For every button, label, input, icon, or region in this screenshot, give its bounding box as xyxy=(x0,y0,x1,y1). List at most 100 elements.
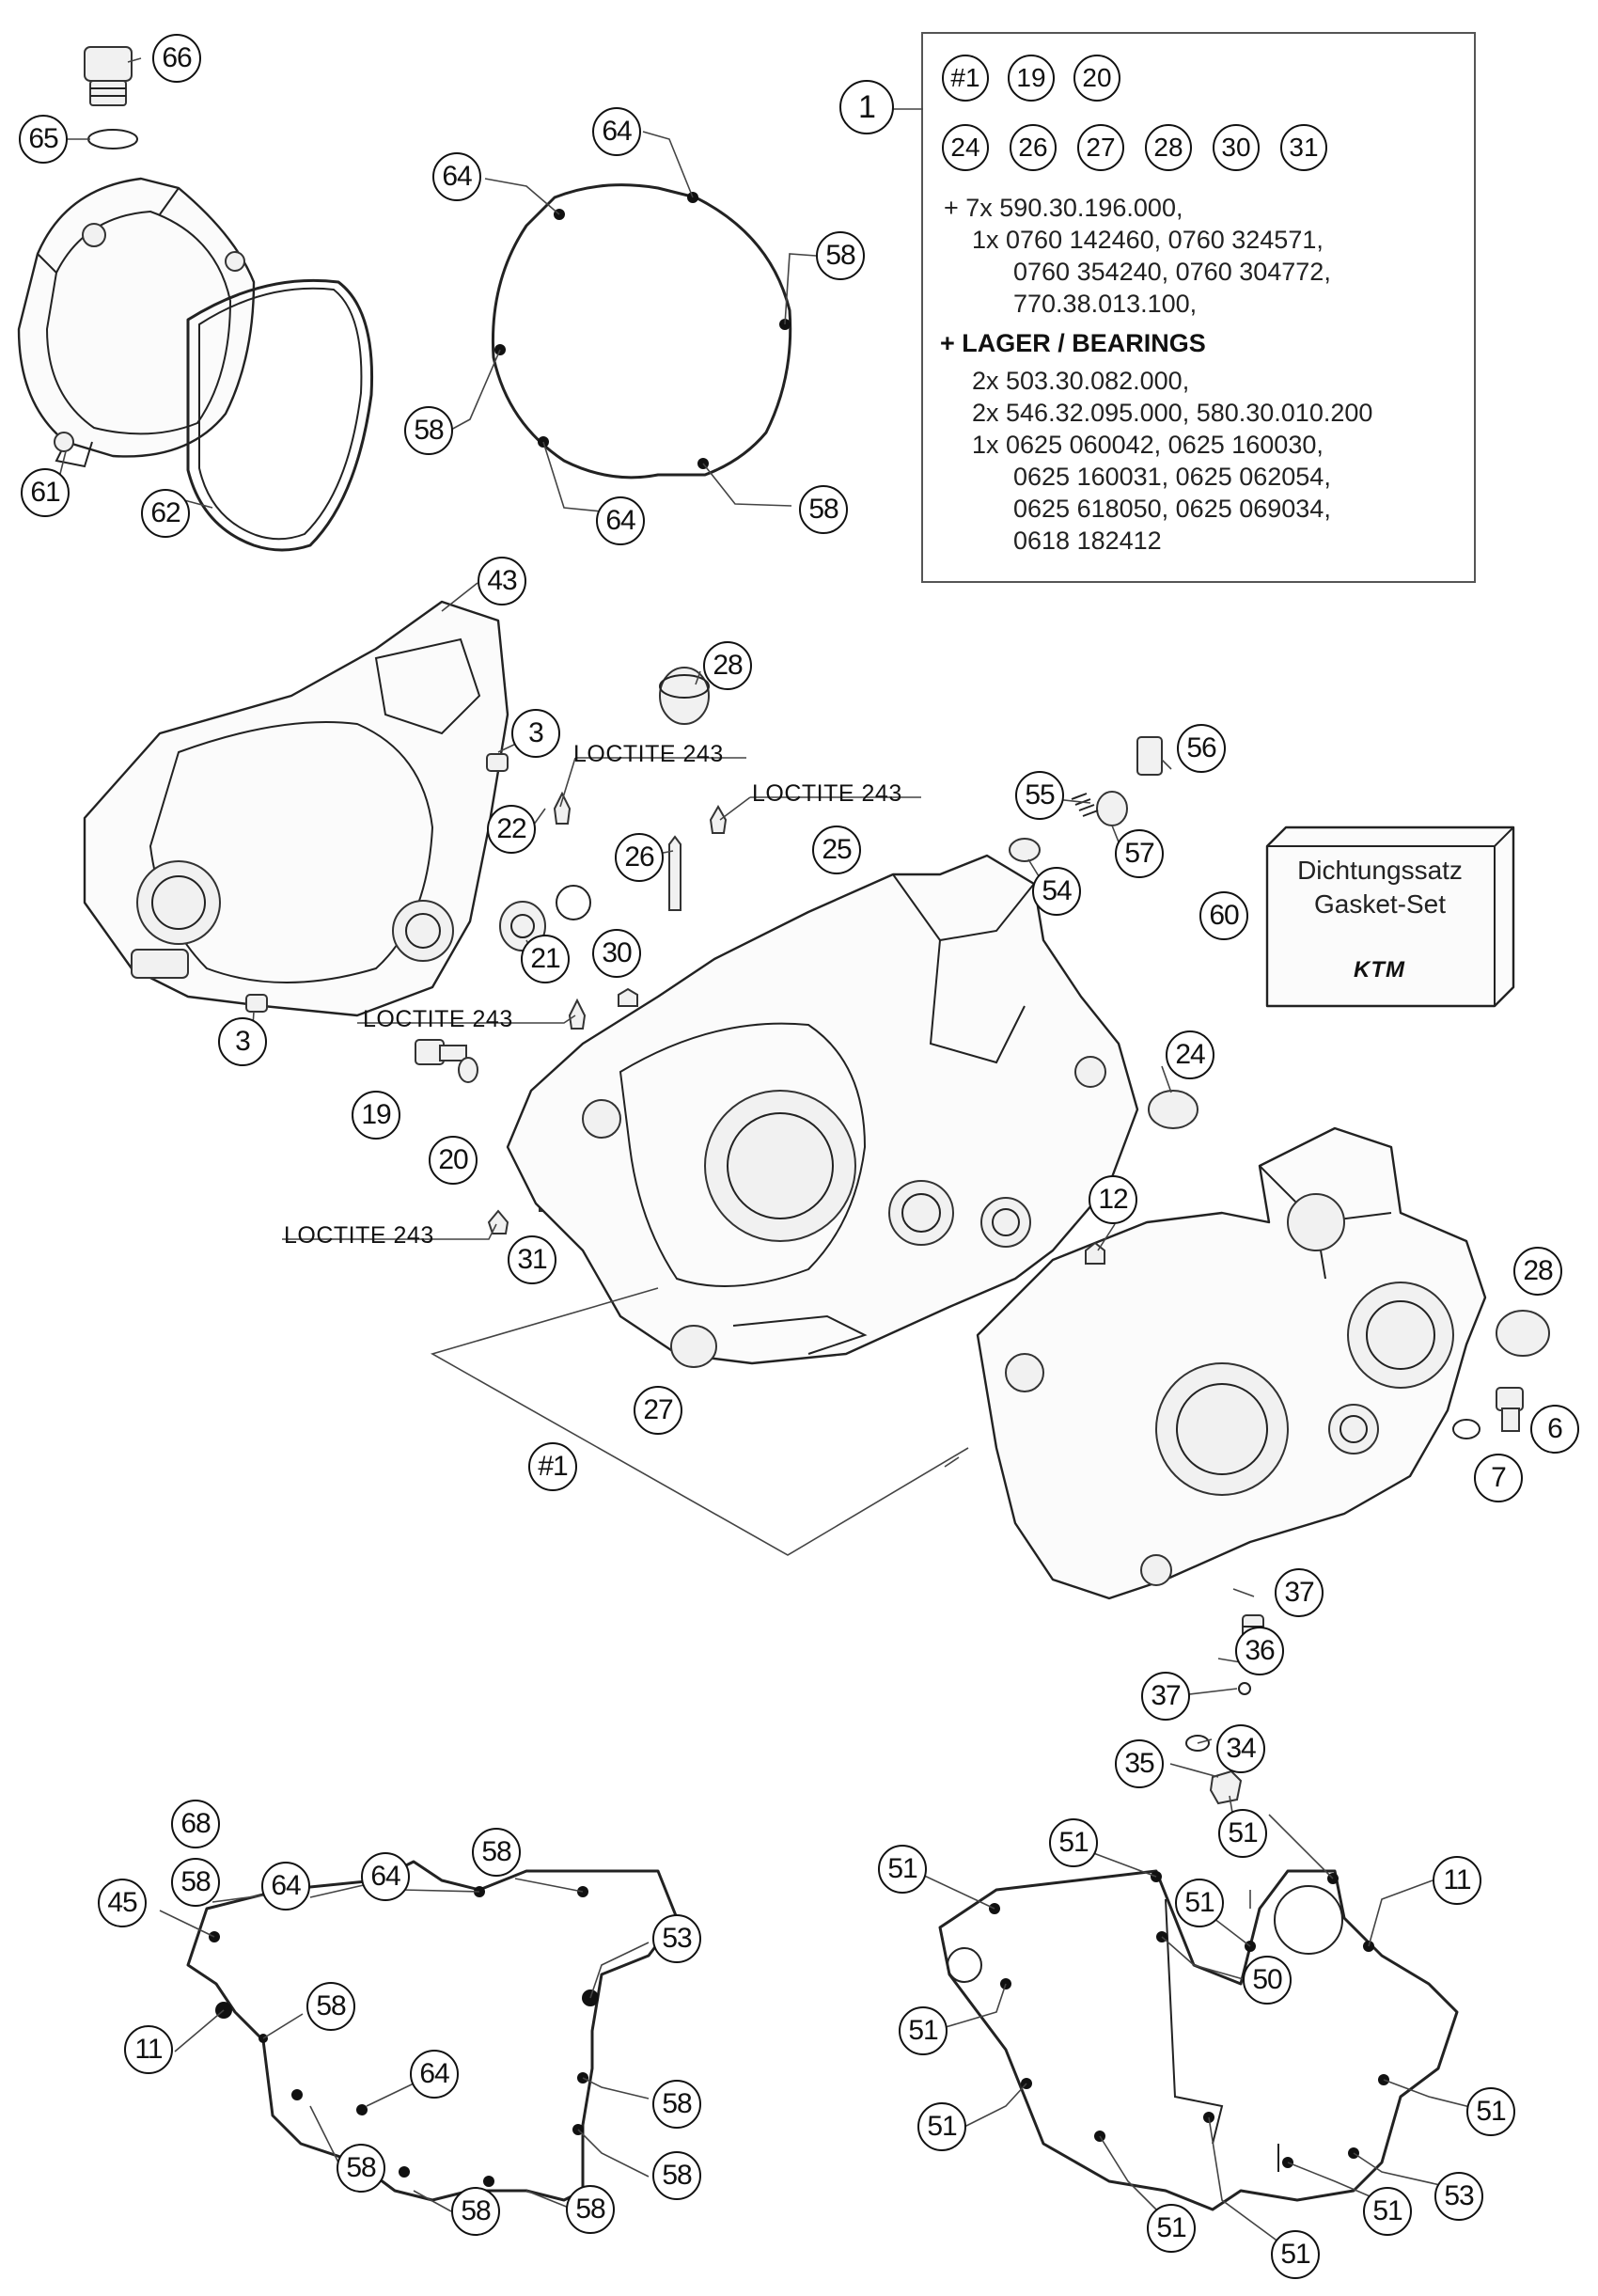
ref-circle[interactable]: 31 xyxy=(1280,124,1327,171)
nozzle-3 xyxy=(553,791,572,825)
callout-gasket-set[interactable]: 60 xyxy=(1199,891,1248,940)
callout[interactable]: 51 xyxy=(1147,2204,1196,2253)
callout[interactable]: 51 xyxy=(1175,1879,1224,1927)
bearing-line: 2x 546.32.095.000, 580.30.010.200 xyxy=(972,399,1373,427)
part-line: 1x 0760 142460, 0760 324571, xyxy=(972,226,1324,254)
bearing-line: 1x 0625 060042, 0625 160030, xyxy=(972,431,1324,459)
dowel-pin xyxy=(245,994,268,1013)
callout[interactable]: 62 xyxy=(141,489,190,538)
ref-circle[interactable]: #1 xyxy=(942,55,989,102)
callout[interactable]: 3 xyxy=(218,1017,267,1066)
callout[interactable]: 53 xyxy=(1434,2172,1483,2221)
callout[interactable]: 53 xyxy=(652,1914,701,1963)
bearing-line: 0618 182412 xyxy=(1013,527,1162,555)
callout[interactable]: 57 xyxy=(1115,829,1164,878)
dowel-pin xyxy=(486,753,509,772)
callout[interactable]: 58 xyxy=(566,2185,615,2234)
callout[interactable]: 31 xyxy=(508,1235,556,1284)
nozzle-26 xyxy=(668,835,682,911)
callout[interactable]: 45 xyxy=(98,1879,147,1927)
callout[interactable]: 28 xyxy=(703,641,752,690)
callout[interactable]: 55 xyxy=(1015,771,1064,820)
callout[interactable]: 51 xyxy=(1271,2230,1320,2279)
callout[interactable]: 11 xyxy=(124,2025,173,2074)
callout[interactable]: 20 xyxy=(429,1136,478,1185)
callout[interactable]: 58 xyxy=(337,2144,385,2193)
o-ring-21 xyxy=(556,885,591,920)
callout[interactable]: 64 xyxy=(410,2050,459,2099)
gasket-set-line1: Dichtungssatz xyxy=(1297,856,1463,885)
crankcase-left xyxy=(506,854,1139,1365)
screw-30 xyxy=(618,987,638,1007)
callout[interactable]: 7 xyxy=(1474,1454,1523,1502)
ref-circle[interactable]: 28 xyxy=(1145,124,1192,171)
callout[interactable]: 66 xyxy=(152,34,201,83)
callout[interactable]: 64 xyxy=(592,107,641,156)
clutch-cover xyxy=(17,177,256,468)
callout[interactable]: 36 xyxy=(1235,1627,1284,1675)
gasket-set-line2: Gasket-Set xyxy=(1313,889,1447,919)
callout[interactable]: 3 xyxy=(511,709,560,758)
parts-info-box: #1 19 20 24 26 27 28 30 31 + 7x 590.30.1… xyxy=(921,32,1476,583)
callout[interactable]: 43 xyxy=(478,557,526,605)
callout[interactable]: 51 xyxy=(1049,1818,1098,1867)
screw-19 xyxy=(415,1039,467,1065)
callout[interactable]: 64 xyxy=(432,152,481,201)
ref-circle[interactable]: 19 xyxy=(1008,55,1055,102)
callout[interactable]: 12 xyxy=(1089,1175,1137,1224)
callout[interactable]: 37 xyxy=(1141,1672,1190,1721)
crankcase-right xyxy=(976,1126,1487,1600)
callout[interactable]: 51 xyxy=(878,1845,927,1894)
callout[interactable]: 64 xyxy=(361,1852,410,1901)
callout[interactable]: 61 xyxy=(21,468,70,517)
callout[interactable]: 51 xyxy=(917,2102,966,2151)
callout[interactable]: 51 xyxy=(1218,1809,1267,1858)
callout[interactable]: 58 xyxy=(472,1828,521,1877)
ref-circle[interactable]: 27 xyxy=(1077,124,1124,171)
ref-circle[interactable]: 24 xyxy=(942,124,989,171)
bearing-line: 0625 618050, 0625 069034, xyxy=(1013,495,1331,523)
callout[interactable]: 22 xyxy=(487,805,536,854)
callout[interactable]: #1 xyxy=(528,1442,577,1491)
ref-circle[interactable]: 26 xyxy=(1010,124,1057,171)
callout[interactable]: 64 xyxy=(596,496,645,545)
callout[interactable]: 51 xyxy=(899,2006,948,2055)
callout[interactable]: 65 xyxy=(19,115,68,164)
ref-circle[interactable]: 20 xyxy=(1073,55,1120,102)
callout[interactable]: 58 xyxy=(171,1858,220,1907)
callout[interactable]: 58 xyxy=(306,1982,355,2031)
callout[interactable]: 56 xyxy=(1177,724,1226,773)
callout[interactable]: 34 xyxy=(1216,1724,1265,1773)
washer-7 xyxy=(1452,1419,1480,1439)
callout[interactable]: 24 xyxy=(1166,1030,1214,1079)
callout[interactable]: 35 xyxy=(1115,1739,1164,1788)
callout[interactable]: 25 xyxy=(812,826,861,874)
callout[interactable]: 58 xyxy=(652,2151,701,2200)
callout[interactable]: 37 xyxy=(1275,1568,1324,1617)
callout[interactable]: 26 xyxy=(615,833,664,882)
callout[interactable]: 58 xyxy=(451,2187,500,2236)
callout[interactable]: 58 xyxy=(652,2080,701,2129)
callout-set[interactable]: 1 xyxy=(839,80,894,134)
part-line: 0760 354240, 0760 304772, xyxy=(1013,258,1331,286)
ignition-cover-gasket xyxy=(491,183,792,480)
loctite-label: LOCTITE 243 xyxy=(752,780,902,807)
washer-20 xyxy=(458,1057,478,1083)
callout[interactable]: 28 xyxy=(1513,1247,1562,1296)
callout[interactable]: 51 xyxy=(1363,2187,1412,2236)
callout[interactable]: 6 xyxy=(1530,1405,1579,1454)
ref-circle[interactable]: 30 xyxy=(1213,124,1260,171)
callout[interactable]: 11 xyxy=(1433,1856,1481,1905)
callout[interactable]: 64 xyxy=(261,1862,310,1911)
callout[interactable]: 27 xyxy=(634,1386,682,1435)
callout[interactable]: 58 xyxy=(404,406,453,455)
callout[interactable]: 19 xyxy=(352,1091,400,1140)
callout[interactable]: 58 xyxy=(799,485,848,534)
callout[interactable]: 21 xyxy=(521,935,570,983)
callout[interactable]: 51 xyxy=(1466,2087,1515,2136)
callout[interactable]: 54 xyxy=(1032,867,1081,916)
callout[interactable]: 30 xyxy=(592,929,641,978)
callout[interactable]: 50 xyxy=(1243,1956,1292,2005)
callout[interactable]: 58 xyxy=(816,231,865,280)
callout[interactable]: 68 xyxy=(171,1800,220,1848)
